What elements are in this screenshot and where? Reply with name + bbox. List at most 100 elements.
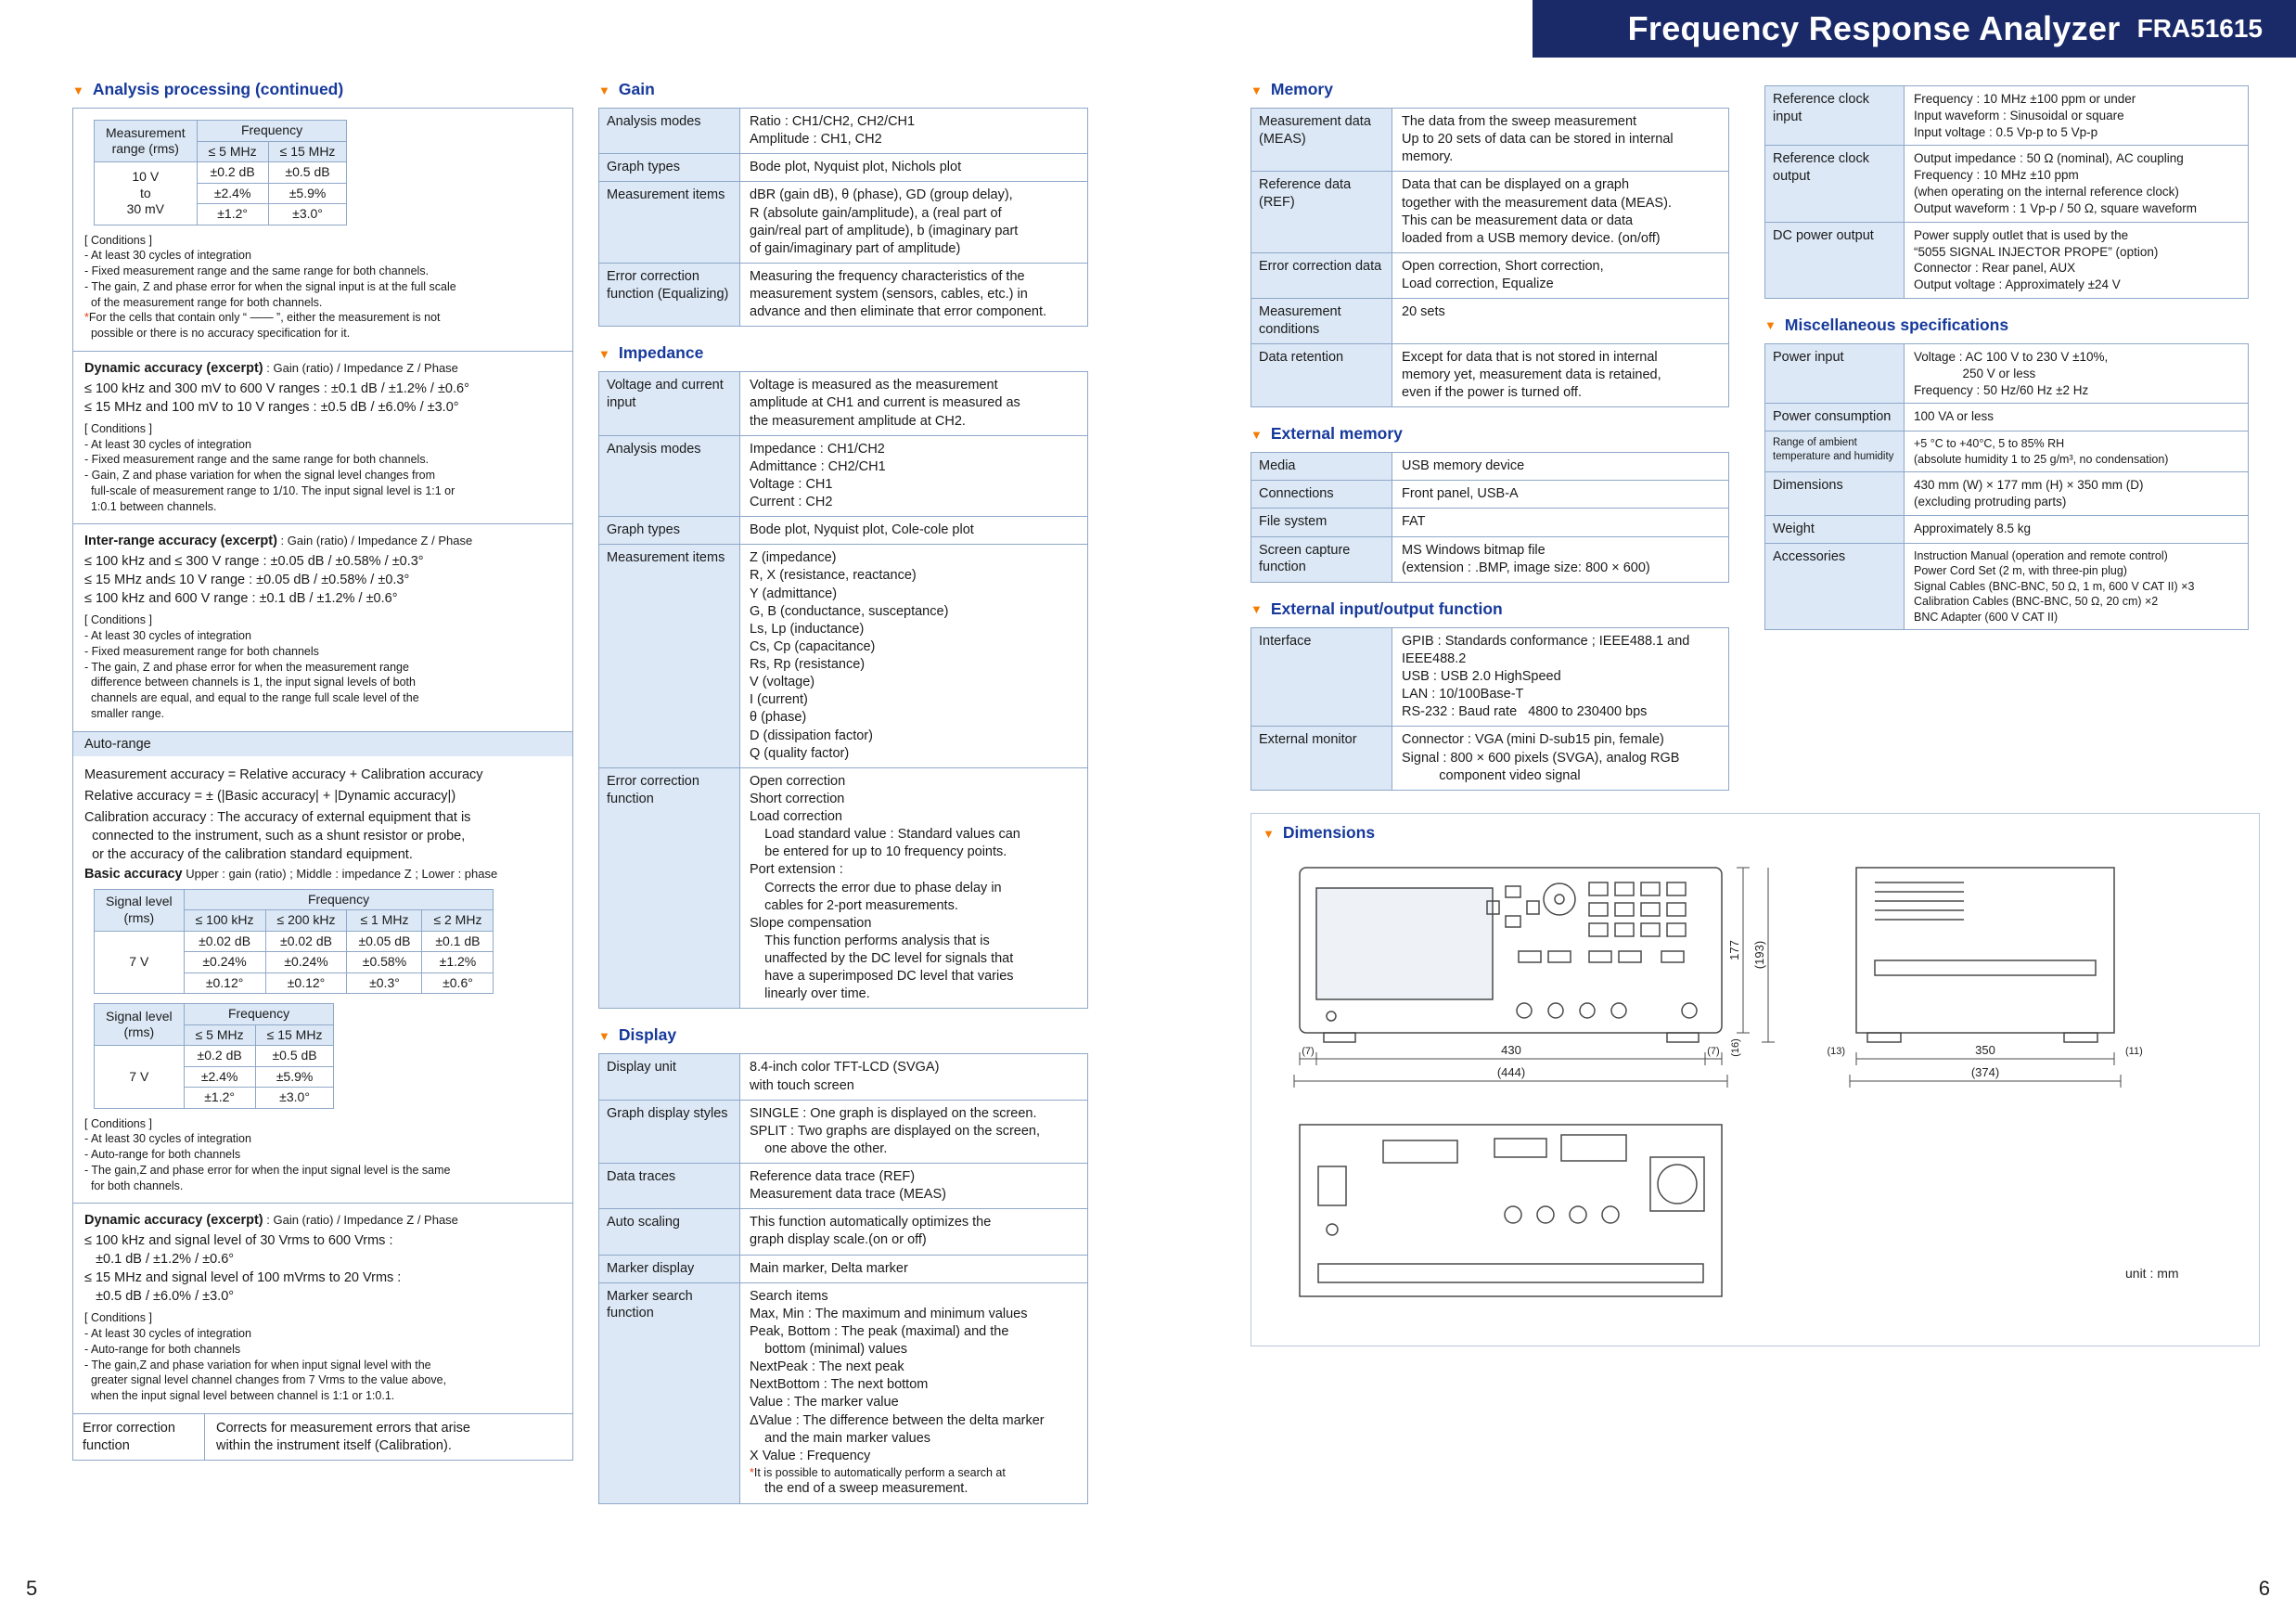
column-memory-external: ▼ Memory Measurement data (MEAS)The data… (1251, 80, 1729, 791)
spec-label: Interface (1251, 627, 1392, 727)
text-line: and the main marker values (750, 1430, 931, 1446)
text-line: cables for 2-port measurements. (750, 897, 958, 913)
text-line: have a superimposed DC level that varies (750, 969, 1014, 985)
text-line: of gain/imaginary part of amplitude) (750, 240, 961, 256)
spec-label: Marker display (599, 1255, 740, 1282)
table-cell: ±0.12° (264, 972, 348, 994)
spec-label: Voltage and current input (599, 372, 740, 435)
text-line: - Fixed measurement range for both chann… (84, 644, 319, 658)
dim-label: 177 (1727, 940, 1741, 960)
text-line: Voltage is measured as the measurement (750, 378, 998, 393)
text-line: 20 sets (1402, 304, 1445, 320)
text-line: [ Conditions ] (84, 421, 152, 435)
basic-accuracy-section: Measurement accuracy = Relative accuracy… (73, 756, 572, 1204)
text-line: ≤ 100 kHz and ≤ 300 V range : ±0.05 dB /… (84, 554, 424, 570)
subsection-title-bold: Dynamic accuracy (excerpt) (84, 1213, 263, 1229)
text-line: Reference data trace (REF) (750, 1169, 916, 1184)
table-header-frequency: Frequency (196, 120, 348, 142)
text-line: (when operating on the internal referenc… (1914, 185, 2179, 200)
autorange-band: Auto-range (73, 730, 572, 756)
spec-label: Graph display styles (599, 1100, 740, 1163)
table-cell-range: 10 V to 30 mV (94, 161, 198, 225)
text-line: ≤ 100 kHz and 300 mV to 600 V ranges : ±… (84, 380, 469, 396)
text-line: Cs, Cp (capacitance) (750, 638, 876, 654)
text-line: D (dissipation factor) (750, 728, 873, 743)
front-dimension-lines (1293, 867, 1775, 1088)
text-line: Z (impedance) (750, 550, 837, 566)
text-line: advance and then eliminate that error co… (750, 304, 1047, 320)
subsection-title-bold: Dynamic accuracy (excerpt) (84, 360, 263, 376)
spec-value: GPIB : Standards conformance ; IEEE488.1… (1392, 628, 1728, 727)
spec-label: Media (1251, 453, 1392, 481)
table-cell-signal: 7 V (94, 930, 185, 994)
title-banner: Frequency Response Analyzer FRA51615 (1533, 0, 2296, 58)
text-line: (excluding protruding parts) (1914, 495, 2067, 509)
text-line: - At least 30 cycles of integration (84, 1132, 251, 1146)
text-line: ≤ 100 kHz and 600 V range : ±0.1 dB / ±1… (84, 591, 398, 607)
spec-label: External monitor (1251, 727, 1392, 790)
spec-value: Main marker, Delta marker (740, 1256, 1087, 1282)
text-line: Output waveform : 1 Vp-p / 50 Ω, square … (1914, 200, 2197, 215)
conditions-block: [ Conditions ]- At least 30 cycles of in… (84, 1310, 561, 1404)
spec-label: File system (1251, 509, 1392, 536)
text-line: Output impedance : 50 Ω (nominal), AC co… (1914, 151, 2184, 166)
spec-label: Screen capture function (1251, 536, 1392, 582)
dimension-drawings: (7) 430 (7) (444) 177 (193) (16) ( (1293, 867, 2179, 1297)
text-line: SINGLE : One graph is displayed on the s… (750, 1105, 1037, 1121)
text-line: Ls, Lp (inductance) (750, 621, 865, 637)
text-line: ±0.5 dB / ±6.0% / ±3.0° (84, 1289, 235, 1305)
section-triangle-icon: ▼ (598, 346, 610, 361)
dim-label: (13) (1827, 1046, 1845, 1057)
text-line: Up to 20 sets of data can be stored in i… (1402, 132, 1674, 148)
text-line: the end of a sweep measurement. (750, 1481, 968, 1497)
subsection-title-rest: : Gain (ratio) / Impedance Z / Phase (263, 1213, 458, 1228)
dim-label: (7) (1707, 1046, 1719, 1057)
spec-label: Range of ambient temperature and humidit… (1765, 432, 1905, 472)
text-line: Bode plot, Nyquist plot, Cole-cole plot (750, 522, 974, 538)
text-line: NextPeak : The next peak (750, 1359, 904, 1375)
dim-label: (7) (1302, 1046, 1314, 1057)
section-triangle-icon: ▼ (1251, 83, 1263, 97)
text-line: Calibration accuracy : The accuracy of e… (84, 809, 471, 862)
text-line: Current : CH2 (750, 495, 833, 509)
table-cell: ±0.02 dB (264, 930, 348, 952)
text-line: Except for data that is not stored in in… (1402, 349, 1658, 365)
table-cell: ±0.24% (183, 951, 266, 973)
table-cell: ±1.2° (196, 203, 269, 225)
text-line: Voltage : CH1 (750, 476, 833, 492)
text-line: ±0.1 dB / ±1.2% / ±0.6° (84, 1252, 235, 1268)
text-line: Input waveform : Sinusoidal or square (1914, 108, 2124, 122)
spec-value: Connector : VGA (mini D-sub15 pin, femal… (1392, 727, 1728, 789)
spec-label: Error correction function (599, 767, 740, 1009)
spec-value: 430 mm (W) × 177 mm (H) × 350 mm (D)(exc… (1905, 472, 2248, 515)
spec-label: Accessories (1765, 543, 1905, 630)
text-line: Y (admittance) (750, 586, 838, 601)
table-header-range: Measurement range (rms) (94, 120, 198, 162)
spec-label: Error correction data (1251, 252, 1392, 299)
table-cell: ±5.9% (254, 1065, 335, 1088)
spec-value: MS Windows bitmap file(extension : .BMP,… (1392, 537, 1728, 582)
table-header-frequency: Frequency (183, 1003, 335, 1025)
subsection-title-bold: Inter-range accuracy (excerpt) (84, 534, 277, 549)
text-line: unaffected by the DC level for signals t… (750, 951, 1014, 966)
page-number-right: 6 (2258, 1577, 2270, 1600)
text-line: - Fixed measurement range and the same r… (84, 264, 430, 277)
table-cell: ±1.2° (183, 1087, 256, 1109)
subsection-title: Dynamic accuracy (excerpt) : Gain (ratio… (84, 1213, 561, 1228)
subsection-title-rest: : Gain (ratio) / Impedance Z / Phase (263, 360, 458, 375)
text-line: Ratio : CH1/CH2, CH2/CH1 (750, 114, 916, 129)
spec-row: Measurement data (MEAS)The data from the… (1251, 109, 1728, 172)
